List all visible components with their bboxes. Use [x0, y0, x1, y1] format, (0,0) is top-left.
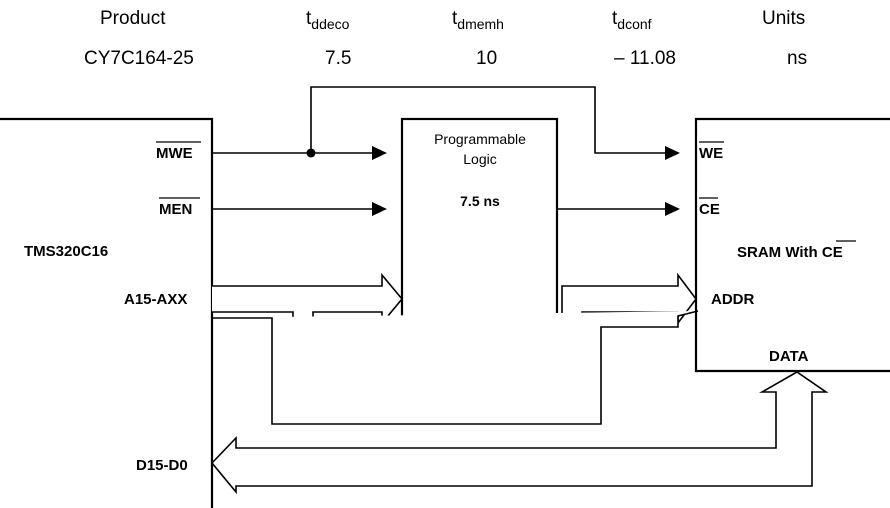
header-tdconf: tdconf — [612, 8, 652, 32]
dsp-name-label: TMS320C16 — [24, 243, 108, 260]
logic-delay-label: 7.5 ns — [460, 193, 500, 209]
dsp-pin-addr-label: A15-AXX — [124, 291, 187, 308]
sram-pin-data-label: DATA — [769, 348, 809, 365]
row-product: CY7C164-25 — [84, 48, 194, 69]
header-tddeco-main: t — [306, 8, 312, 29]
dsp-pin-mwe-label: MWE — [156, 145, 193, 162]
logic-title-line2: Logic — [463, 151, 496, 167]
header-tdmemh: tdmemh — [452, 8, 504, 32]
address-bus-to-sram — [212, 310, 699, 425]
dsp-pin-data-label: D15-D0 — [136, 457, 188, 474]
sram-pin-ce-label: CE — [699, 201, 720, 218]
sram-name-ce: CE — [822, 244, 843, 261]
mwe-to-logic-arrow — [372, 146, 387, 160]
row-tdmemh: 10 — [476, 48, 497, 69]
sram-name-label: SRAM With CE — [737, 244, 843, 261]
header-tdconf-main: t — [612, 8, 618, 29]
ce-arrow — [665, 202, 680, 216]
sram-name-prefix: SRAM With — [737, 244, 822, 261]
header-product: Product — [100, 8, 166, 29]
header-tdmemh-main: t — [452, 8, 458, 29]
dsp-block — [0, 117, 214, 508]
timing-table: Product tddeco tdmemh tdconf Units CY7C1… — [84, 8, 807, 69]
sram-block — [694, 117, 890, 373]
header-units: Units — [762, 8, 805, 29]
header-tddeco-sub: ddeco — [311, 16, 349, 32]
sram-pin-we-label: WE — [699, 145, 723, 162]
header-tddeco: tddeco — [306, 8, 350, 32]
row-tdconf: – 11.08 — [614, 48, 676, 69]
row-tddeco: 7.5 — [325, 48, 351, 69]
men-to-logic-arrow — [372, 202, 387, 216]
logic-title-line1: Programmable — [434, 131, 526, 147]
we-arrow — [665, 146, 680, 160]
row-units: ns — [787, 48, 807, 69]
data-bus — [210, 371, 829, 495]
sram-pin-addr-label: ADDR — [711, 291, 754, 308]
header-tdmemh-sub: dmemh — [457, 16, 504, 32]
mwe-bypass-wire — [310, 86, 678, 154]
dsp-pin-men-label: MEN — [159, 201, 192, 218]
header-tdconf-sub: dconf — [617, 16, 651, 32]
